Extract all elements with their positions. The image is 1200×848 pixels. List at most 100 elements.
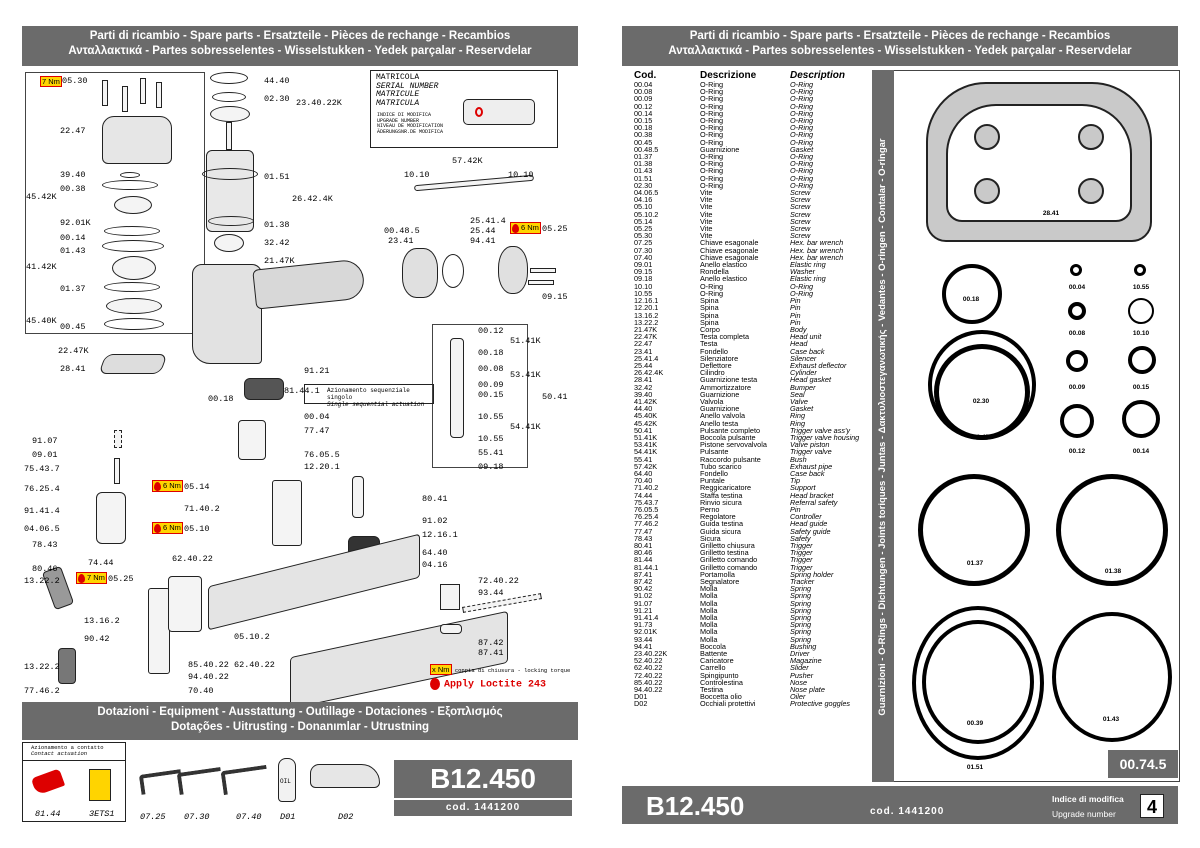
oring-01-51 (912, 606, 1044, 760)
gasket-label: 28.41 (1042, 210, 1060, 217)
parts-cell-code: 10.55 (634, 288, 653, 298)
safety-guide (238, 420, 266, 460)
head-gasket (98, 354, 168, 374)
parts-cell-code: 00.48.5 (634, 144, 659, 154)
parts-cell-description: Hex. bar wrench (790, 238, 844, 248)
oring-label: 10.55 (1132, 284, 1150, 291)
parts-cell-descrizione: O-Ring (700, 152, 724, 162)
parts-cell-description: Trigger valve housing (790, 432, 860, 442)
parts-cell-code: 00.15 (634, 116, 653, 126)
parts-cell-description: Support (790, 483, 816, 493)
part-label: 25.44 (470, 226, 496, 236)
parts-cell-description: Spring (790, 598, 812, 608)
parts-cell-descrizione: O-Ring (700, 180, 724, 190)
parts-cell-descrizione: Tubo scarico (700, 461, 742, 471)
parts-cell-descrizione: Molla (700, 605, 718, 615)
parts-cell-descrizione: Boccola pulsante (700, 432, 756, 442)
footer-model: B12.450 (646, 791, 745, 821)
part-label: 91.41.4 (24, 506, 60, 516)
upgrade-label1: Indice di modifica (1052, 794, 1124, 804)
part-label: 01.37 (60, 284, 86, 294)
parts-cell-descrizione: O-Ring (700, 123, 724, 133)
part-label: 62.40.22 (234, 660, 275, 670)
parts-cell-description: Hex. bar wrench (790, 245, 844, 255)
parts-cell-code: 21.47K (634, 324, 658, 334)
parts-cell-description: Gasket (790, 404, 814, 414)
parts-cell-code: 70.40 (634, 476, 653, 486)
parts-cell-description: Bush (790, 454, 807, 464)
torque-badge: 7 Nm (40, 76, 62, 87)
parts-cell-description: O-Ring (790, 87, 814, 97)
parts-cell-code: 05.25 (634, 224, 653, 234)
part-label: 91.07 (32, 436, 58, 446)
right-page: Parti di ricambio - Spare parts - Ersatz… (600, 0, 1200, 848)
parts-cell-code: 77.47 (634, 526, 653, 536)
parts-cell-code: 01.51 (634, 173, 653, 183)
oring-icon (104, 282, 160, 292)
head-group-frame (25, 72, 205, 334)
parts-cell-code: 23.41 (634, 346, 653, 356)
parts-cell-code: 91.02 (634, 591, 653, 601)
parts-cell-description: O-Ring (790, 101, 814, 111)
activation-line2: Single sequential actuation (327, 401, 425, 408)
parts-cell-descrizione: Vite (700, 231, 713, 241)
oring-label: 00.45 (972, 434, 990, 441)
parts-cell-descrizione: Fondello (700, 346, 728, 356)
parts-cell-code: 25.41.4 (634, 353, 659, 363)
parts-cell-code: 25.44 (634, 360, 653, 370)
part-label: 00.15 (478, 390, 504, 400)
parts-cell-description: Spring (790, 627, 812, 637)
case-back (402, 248, 438, 298)
parts-cell-code: 01.38 (634, 159, 653, 169)
torque-legend-text: coppia di chiusura - locking torque (454, 667, 571, 674)
parts-cell-code: 26.42.4K (634, 368, 664, 378)
driver-rod (226, 122, 232, 150)
parts-cell-description: Ring (790, 411, 806, 421)
parts-cell-description: Controller (790, 512, 822, 522)
parts-cell-description: Gasket (790, 144, 814, 154)
oring-00-12 (1060, 404, 1094, 438)
parts-cell-descrizione: Spina (700, 310, 719, 320)
serial-plate (463, 99, 535, 125)
parts-cell-code: 75.43.7 (634, 497, 659, 507)
part-label: 70.40 (188, 686, 214, 696)
head-guide (58, 648, 76, 684)
oring-00-14 (1122, 400, 1160, 438)
spring-disc (114, 196, 152, 214)
screw-icon (156, 82, 162, 108)
parts-cell-description: Screw (790, 202, 811, 212)
parts-cell-code: D01 (634, 692, 648, 702)
oring-icon (104, 226, 160, 236)
torque-badge: 6 Nm (510, 222, 541, 234)
parts-cell-descrizione: Molla (700, 627, 718, 637)
oring-icon (202, 168, 258, 180)
tool-handle (252, 258, 366, 310)
part-label: 05.10 (184, 524, 210, 534)
parts-cell-descrizione: Chiave esagonale (700, 252, 759, 262)
parts-cell-code: 22.47 (634, 339, 653, 349)
parts-cell-descrizione: Anello testa (700, 418, 739, 428)
parts-cell-descrizione: Chiave esagonale (700, 245, 759, 255)
part-label: 32.42 (264, 238, 290, 248)
parts-cell-description: Tracker (790, 577, 815, 587)
part-label: 90.42 (84, 634, 110, 644)
part-label: 12.20.1 (304, 462, 340, 472)
parts-cell-code: 09.01 (634, 260, 653, 270)
oring-label: 02.30 (972, 398, 990, 405)
part-label: 09.01 (32, 450, 58, 460)
part-label: 00.48.5 (384, 226, 420, 236)
parts-cell-code: 28.41 (634, 375, 653, 385)
